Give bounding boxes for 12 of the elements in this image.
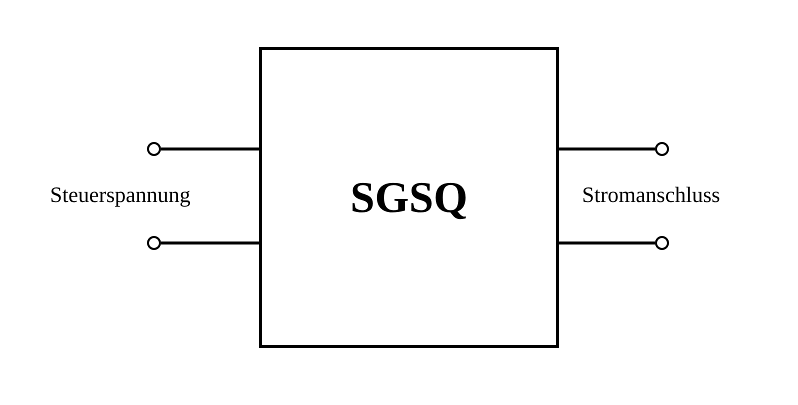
port-label: Stromanschluss [582,182,720,208]
terminal-circle [147,236,161,250]
block-title: SGSQ [350,172,468,223]
terminal-circle [147,142,161,156]
connection-line [161,242,259,244]
connection-line [559,148,655,150]
connection-line [559,242,655,244]
port-label: Steuerspannung [50,182,191,208]
connection-line [161,148,259,150]
terminal-circle [655,142,669,156]
terminal-circle [655,236,669,250]
block-box [259,47,559,348]
